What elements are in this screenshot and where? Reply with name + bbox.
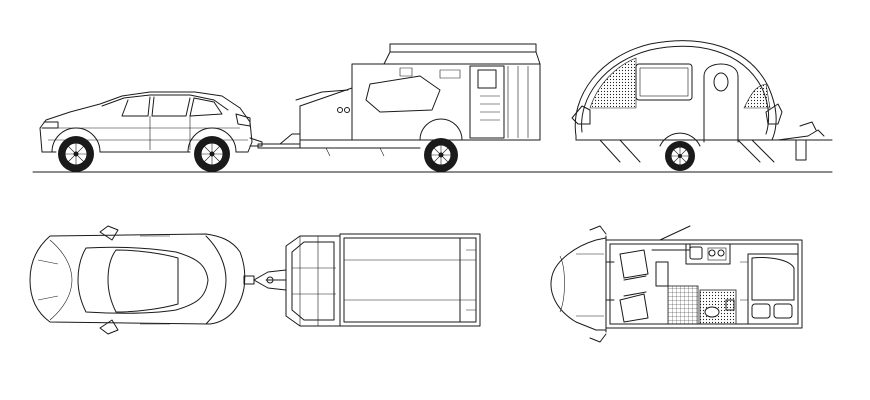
tow-drawbar <box>257 143 301 149</box>
suv-top-view <box>29 225 255 335</box>
camper-trailer-top-view <box>285 233 481 327</box>
suv-front-wheel-icon <box>58 136 94 172</box>
offroad-camper-side-view <box>295 43 541 157</box>
campervan-floor-plan <box>550 225 803 343</box>
suv-rear-wheel-icon <box>194 136 230 172</box>
offroad-camper-wheel-icon <box>424 138 458 172</box>
teardrop-trailer-wheel-icon <box>665 141 695 171</box>
hitch-top-view <box>253 269 287 291</box>
teardrop-trailer-side-view <box>571 40 833 163</box>
